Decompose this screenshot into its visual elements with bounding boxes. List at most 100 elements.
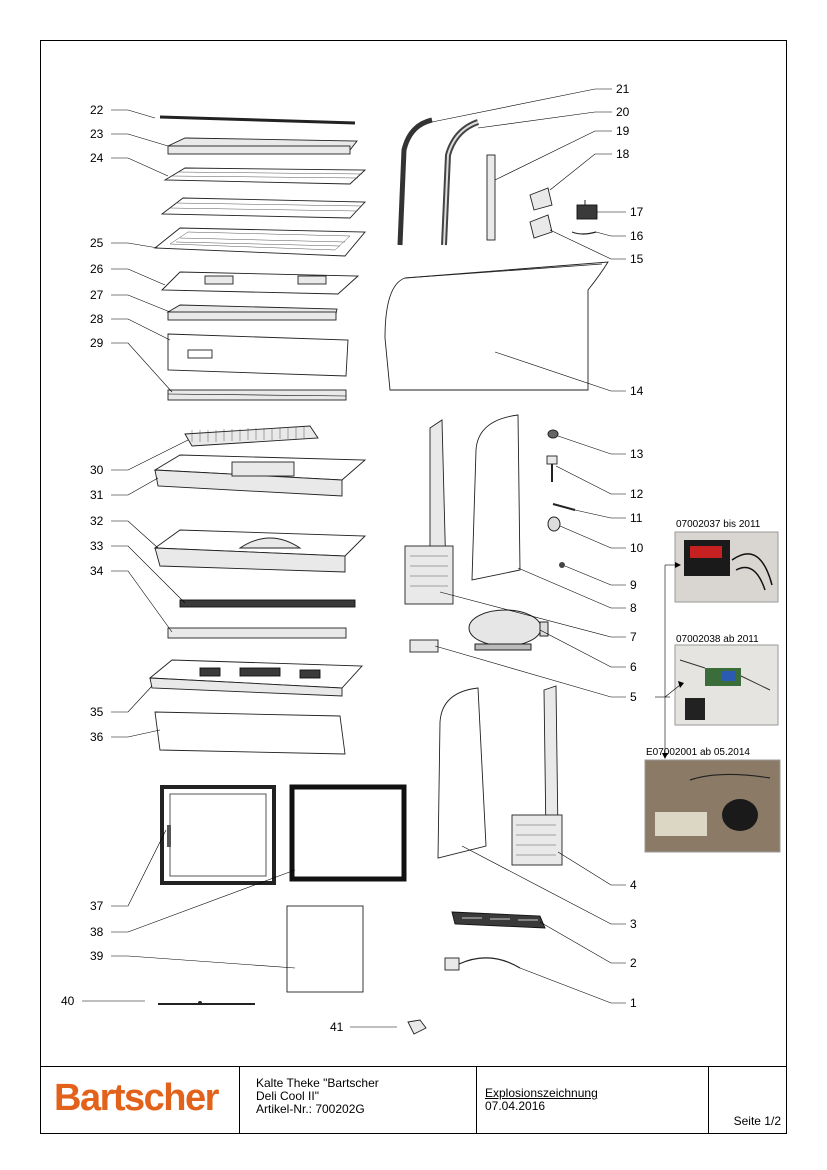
part-13-knob	[547, 429, 559, 439]
callout-28: 28	[90, 312, 104, 326]
page-number: Seite 1/2	[733, 1114, 781, 1128]
part-34-strip	[167, 627, 347, 639]
product-line-1: Kalte Theke "Bartscher	[256, 1076, 379, 1090]
callout-35: 35	[90, 705, 104, 719]
callout-38: 38	[90, 925, 104, 939]
callout-3: 3	[630, 917, 637, 931]
part-19-strip	[486, 154, 496, 241]
part-15-bracket	[529, 214, 553, 239]
part-5-box	[409, 639, 439, 653]
part-27-strip	[166, 304, 338, 321]
callout-26: 26	[90, 262, 104, 276]
callout-10: 10	[630, 541, 644, 555]
callout-5: 5	[630, 690, 637, 704]
callout-13: 13	[630, 447, 644, 461]
part-16-sensor	[571, 231, 597, 235]
part-35-base-frame	[148, 659, 363, 697]
callout-27: 27	[90, 288, 104, 302]
title-block: Bartscher Kalte Theke "Bartscher Deli Co…	[40, 1066, 787, 1134]
callout-25: 25	[90, 236, 104, 250]
callout-9: 9	[630, 578, 637, 592]
photo-caption-2: 07002038 ab 2011	[676, 634, 759, 645]
callout-22: 22	[90, 103, 104, 117]
part-18-bracket	[529, 187, 553, 211]
part-32-base-tray	[153, 529, 367, 573]
photo-07002037	[674, 531, 779, 603]
callout-34: 34	[90, 564, 104, 578]
part-28-front-panel	[167, 333, 349, 377]
document-cell: Explosionszeichnung 07.04.2016	[477, 1067, 709, 1134]
part-10-sleeve	[547, 516, 561, 532]
photo-caption-3: E07002001 ab 05.2014	[646, 747, 750, 758]
callout-14: 14	[630, 384, 644, 398]
part-37-door	[160, 785, 276, 885]
part-25-grid-tray	[153, 227, 366, 257]
callout-15: 15	[630, 252, 644, 266]
callout-40: 40	[61, 994, 75, 1008]
callout-4: 4	[630, 878, 637, 892]
part-17-thermostat	[576, 200, 598, 220]
photo-E07002001	[644, 759, 781, 853]
product-description-cell: Kalte Theke "Bartscher Deli Cool II" Art…	[240, 1067, 477, 1134]
part-11-screw	[552, 503, 576, 511]
callout-8: 8	[630, 601, 637, 615]
document-title: Explosionszeichnung	[485, 1086, 598, 1100]
callout-32: 32	[90, 514, 104, 528]
callout-11: 11	[630, 511, 643, 525]
callout-16: 16	[630, 229, 644, 243]
exploded-view-diagram: 07002037 bis 2011 07002038 ab 2011 E0700…	[61, 82, 781, 1035]
callout-37: 37	[90, 899, 104, 913]
drawing-frame	[40, 40, 787, 1134]
part-21-side-profile	[397, 117, 433, 246]
callout-1: 1	[630, 996, 637, 1010]
callout-23: 23	[90, 127, 104, 141]
photo-caption-1: 07002037 bis 2011	[676, 519, 761, 530]
page-cell: Seite 1/2	[709, 1067, 787, 1134]
callout-19: 19	[616, 124, 630, 138]
callout-7: 7	[630, 630, 637, 644]
callout-6: 6	[630, 660, 637, 674]
callout-41: 41	[330, 1020, 344, 1034]
callout-20: 20	[616, 105, 630, 119]
callout-24: 24	[90, 151, 104, 165]
callout-29: 29	[90, 336, 104, 350]
part-12-hinge	[546, 455, 558, 482]
callout-17: 17	[630, 205, 644, 219]
part-20-side-profile	[441, 119, 480, 246]
part-6-compressor	[468, 609, 549, 651]
callout-31: 31	[90, 488, 104, 502]
part-22-rod	[159, 115, 356, 125]
part-14-glass-hood	[384, 261, 609, 391]
callout-39: 39	[90, 949, 104, 963]
part-4-side-frame	[511, 685, 563, 866]
callout-21: 21	[616, 82, 630, 96]
part-2-grille	[451, 911, 546, 929]
part-8-side-glass	[471, 414, 521, 581]
part-41-connector	[407, 1019, 427, 1035]
part-39-panel	[286, 905, 364, 993]
part-26-cover-plate	[160, 271, 360, 295]
document-date: 07.04.2016	[485, 1099, 546, 1113]
part-33-strip	[179, 599, 356, 608]
part-9-screw	[559, 562, 565, 568]
part-29-strip	[167, 389, 347, 401]
bartscher-logo: Bartscher	[54, 1077, 219, 1119]
part-23-profile	[167, 137, 358, 155]
part-31-inner-tray	[153, 454, 367, 497]
callout-12: 12	[630, 487, 644, 501]
callout-30: 30	[90, 463, 104, 477]
photo-connector-lines	[655, 562, 684, 759]
part-40-rod	[158, 1001, 255, 1005]
product-line-2: Deli Cool II"	[256, 1089, 319, 1103]
article-number: Artikel-Nr.: 700202G	[256, 1102, 365, 1116]
callout-33: 33	[90, 539, 104, 553]
part-38-door-frame	[289, 784, 407, 882]
callout-2: 2	[630, 956, 637, 970]
part-1-power-cable	[444, 957, 521, 971]
part-3-side-glass	[437, 687, 487, 859]
callout-18: 18	[616, 147, 630, 161]
callout-labels: 22 23 24 25 26 27 28 29 30 31 32 33 34 3…	[61, 82, 644, 1034]
photo-07002038	[674, 644, 779, 726]
part-24-wire-shelf	[160, 167, 367, 219]
callout-36: 36	[90, 730, 104, 744]
